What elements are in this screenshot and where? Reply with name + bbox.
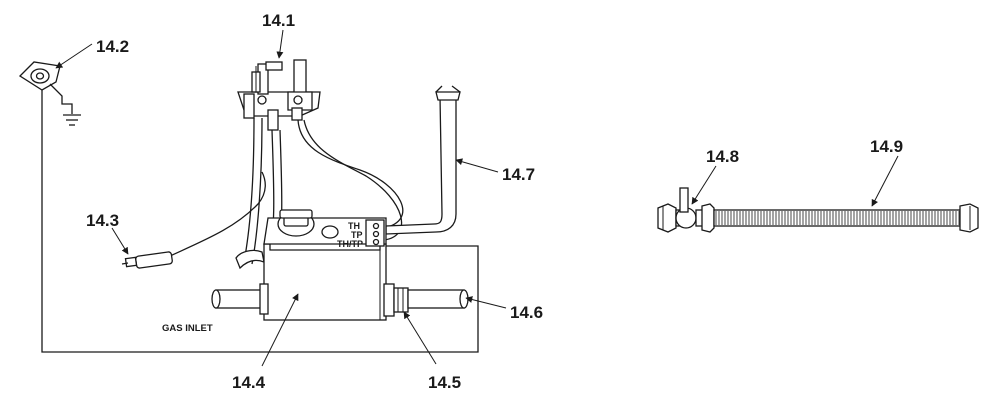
terminal-tp-label: TP (351, 230, 363, 240)
gas-valve-part (263, 209, 387, 321)
terminal-th-label: TH (348, 221, 360, 231)
callout-14-1: 14.1 (262, 11, 295, 30)
callout-14-7: 14.7 (502, 165, 535, 184)
flex-connector-corrugation (715, 211, 960, 225)
shutoff-valve-part (657, 187, 715, 233)
gas-inlet-pipe (211, 283, 269, 315)
ground-symbol-icon (63, 114, 81, 126)
terminal-thtp-label: TH/TP (337, 239, 363, 249)
arrow-14-2 (55, 43, 93, 69)
callout-14-8: 14.8 (706, 147, 739, 166)
arrow-14-7 (455, 158, 499, 173)
callout-14-6: 14.6 (510, 303, 543, 322)
callout-14-2: 14.2 (96, 37, 129, 56)
callout-14-5: 14.5 (428, 373, 461, 392)
terminal-screws (372, 222, 380, 246)
igniter-lead-part (121, 171, 266, 269)
pilot-tube-part (385, 85, 461, 235)
arrow-14-5 (403, 311, 437, 365)
ground-wire-loop (41, 88, 479, 353)
gas-inlet-label: GAS INLET (162, 323, 213, 334)
arrow-14-3 (111, 227, 129, 255)
arrow-14-4 (261, 293, 299, 367)
outlet-fitting-part (383, 283, 469, 317)
arrow-14-8 (691, 165, 717, 205)
callout-14-3: 14.3 (86, 211, 119, 230)
callout-14-9: 14.9 (870, 137, 903, 156)
leader-arrows (55, 29, 899, 367)
flex-connector-part (713, 203, 979, 233)
arrow-14-1 (276, 29, 284, 59)
callout-14-4: 14.4 (232, 373, 266, 392)
arrow-14-9 (871, 155, 899, 207)
pilot-assembly-part (237, 59, 321, 131)
arrow-14-6 (465, 296, 507, 309)
ground-bracket-part (18, 61, 81, 126)
